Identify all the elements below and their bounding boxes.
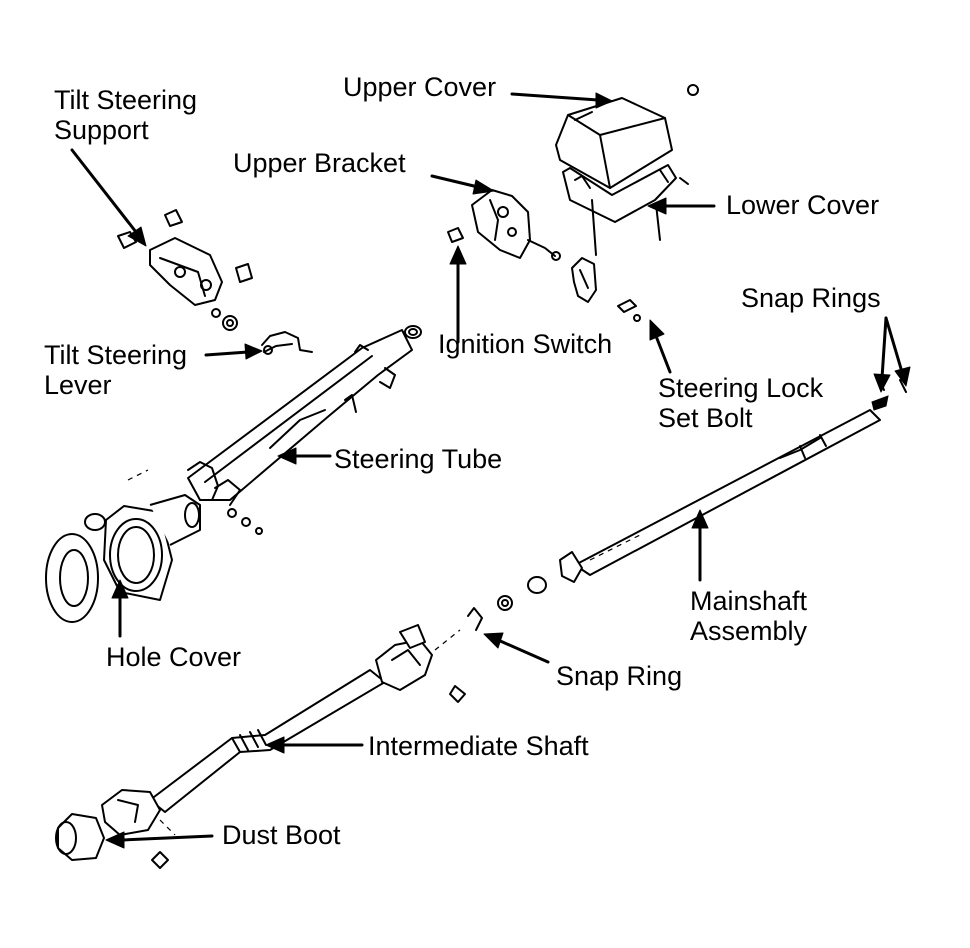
leader-upper-cover	[510, 92, 613, 109]
label-ignition-switch: Ignition Switch	[438, 329, 613, 359]
leader-ignition-switch	[449, 245, 467, 344]
leader-steering-tube	[277, 447, 332, 465]
leader-lower-cover	[647, 197, 716, 215]
label-upper-bracket: Upper Bracket	[233, 148, 406, 178]
dust-boot-part	[55, 685, 466, 869]
label-tilt-steering-lever: Tilt Steering Lever	[44, 340, 187, 400]
label-tilt-steering-support: Tilt Steering Support	[54, 85, 197, 145]
lower-cover-part	[562, 164, 689, 256]
leader-hole-cover	[111, 579, 129, 638]
tilt-steering-support-part	[117, 209, 253, 331]
label-steering-tube: Steering Tube	[334, 444, 503, 474]
mainshaft-assembly-part	[467, 375, 907, 631]
leader-tilt-steering-support	[70, 148, 147, 247]
label-dust-boot: Dust Boot	[222, 820, 341, 850]
label-mainshaft-assembly-line2: Assembly	[690, 616, 808, 646]
label-mainshaft-assembly-line1: Mainshaft	[690, 586, 808, 616]
intermediate-shaft-part	[101, 624, 461, 836]
leader-dust-boot	[105, 831, 214, 849]
label-tilt-steering-support-line2: Support	[54, 115, 149, 145]
leader-tilt-steering-lever	[204, 343, 263, 360]
label-tilt-steering-support-line1: Tilt Steering	[54, 85, 198, 115]
tilt-steering-lever-part	[261, 331, 313, 355]
label-intermediate-shaft: Intermediate Shaft	[368, 731, 589, 761]
steering-lock-part	[571, 257, 641, 322]
leader-steering-lock-set-bolt	[649, 319, 672, 374]
label-steering-lock-set-bolt-line2: Set Bolt	[658, 403, 753, 433]
label-hole-cover: Hole Cover	[106, 642, 242, 672]
hole-cover-part	[45, 469, 201, 623]
leader-upper-bracket	[430, 174, 495, 195]
label-tilt-steering-lever-line2: Lever	[44, 370, 112, 400]
steering-tube-part	[187, 325, 422, 535]
label-mainshaft-assembly: Mainshaft Assembly	[690, 586, 807, 646]
leader-snap-ring	[483, 632, 550, 664]
label-steering-lock-set-bolt-line1: Steering Lock	[658, 373, 824, 403]
label-snap-ring: Snap Ring	[556, 661, 683, 691]
label-upper-cover: Upper Cover	[343, 72, 497, 102]
label-snap-rings: Snap Rings	[741, 283, 881, 313]
upper-bracket-part	[447, 189, 561, 261]
label-steering-lock-set-bolt: Steering Lock Set Bolt	[658, 373, 823, 433]
label-lower-cover: Lower Cover	[726, 190, 880, 220]
leader-intermediate-shaft	[265, 736, 364, 754]
label-tilt-steering-lever-line1: Tilt Steering	[44, 340, 188, 370]
leader-mainshaft-assembly	[691, 509, 709, 582]
leader-snap-rings	[873, 316, 911, 393]
upper-cover-part	[555, 84, 699, 189]
